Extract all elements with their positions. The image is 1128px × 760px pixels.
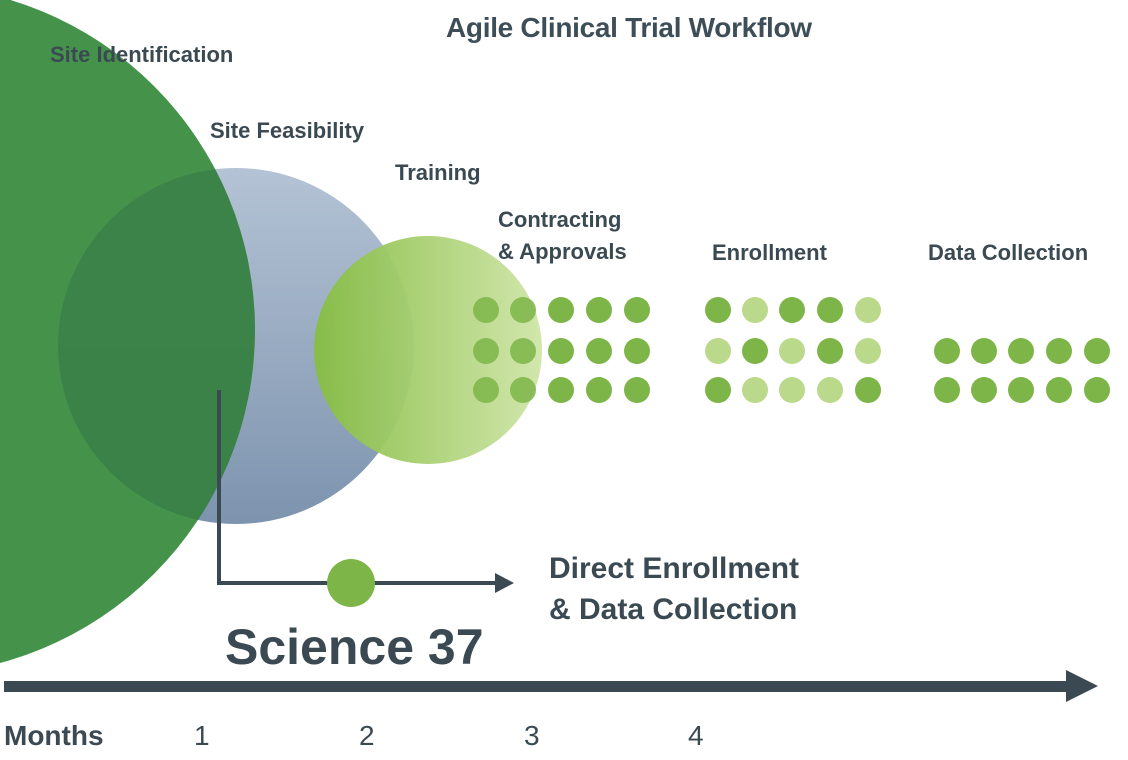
enrollment-dot — [705, 338, 731, 364]
phase-label-data-collection: Data Collection — [928, 240, 1089, 265]
data-collection-dot — [1046, 338, 1072, 364]
training-circle — [314, 236, 542, 464]
data-collection-dot — [971, 377, 997, 403]
contracting-dot — [510, 297, 536, 323]
contracting-dot — [586, 297, 612, 323]
enrollment-dot — [855, 338, 881, 364]
enrollment-dot — [855, 377, 881, 403]
enrollment-dot — [817, 338, 843, 364]
phase-dot-grids — [473, 297, 1110, 403]
data-collection-dot — [971, 338, 997, 364]
enrollment-dot — [779, 297, 805, 323]
axis-tick-3: 3 — [524, 720, 540, 751]
contracting-dot — [548, 377, 574, 403]
axis-tick-1: 1 — [194, 720, 210, 751]
contracting-dot — [473, 297, 499, 323]
direct-enrollment-dot — [327, 559, 375, 607]
site-identification-circle — [0, 0, 255, 664]
direct-enrollment-path — [217, 390, 514, 607]
overlap-shade — [58, 168, 255, 524]
contracting-dot — [548, 338, 574, 364]
phase-label-site-feasibility: Site Feasibility — [210, 118, 365, 143]
enrollment-dot — [742, 377, 768, 403]
diagram-title: Agile Clinical Trial Workflow — [446, 12, 812, 43]
contracting-dot — [473, 338, 499, 364]
phase-label-contracting-approvals: Contracting & Approvals — [498, 207, 627, 264]
contracting-dot — [473, 377, 499, 403]
enrollment-dot — [705, 377, 731, 403]
data-collection-dot — [1046, 377, 1072, 403]
phase-label-training: Training — [395, 160, 481, 185]
enrollment-dot — [742, 297, 768, 323]
enrollment-dot — [705, 297, 731, 323]
data-collection-dot — [934, 377, 960, 403]
enrollment-dot — [779, 377, 805, 403]
data-collection-dot — [1008, 377, 1034, 403]
contracting-dot — [624, 338, 650, 364]
data-collection-dot — [1008, 338, 1034, 364]
contracting-dot — [548, 297, 574, 323]
contracting-dot — [586, 338, 612, 364]
contracting-dot — [624, 377, 650, 403]
axis-tick-4: 4 — [688, 720, 704, 751]
contracting-dot — [510, 338, 536, 364]
data-collection-dot — [1084, 338, 1110, 364]
axis-tick-2: 2 — [359, 720, 375, 751]
contracting-dot — [510, 377, 536, 403]
science-37-brand: Science 37 — [225, 619, 484, 675]
enrollment-dot — [855, 297, 881, 323]
phase-label-enrollment: Enrollment — [712, 240, 827, 265]
enrollment-dot — [817, 377, 843, 403]
direct-enrollment-label: Direct Enrollment & Data Collection — [549, 552, 800, 626]
months-axis — [4, 670, 1098, 702]
phase-label-site-identification: Site Identification — [50, 42, 234, 67]
data-collection-dot — [934, 338, 960, 364]
contracting-dot — [624, 297, 650, 323]
enrollment-dot — [817, 297, 843, 323]
enrollment-dot — [742, 338, 768, 364]
enrollment-dot — [779, 338, 805, 364]
data-collection-dot — [1084, 377, 1110, 403]
axis-title-months: Months — [4, 720, 104, 751]
contracting-dot — [586, 377, 612, 403]
